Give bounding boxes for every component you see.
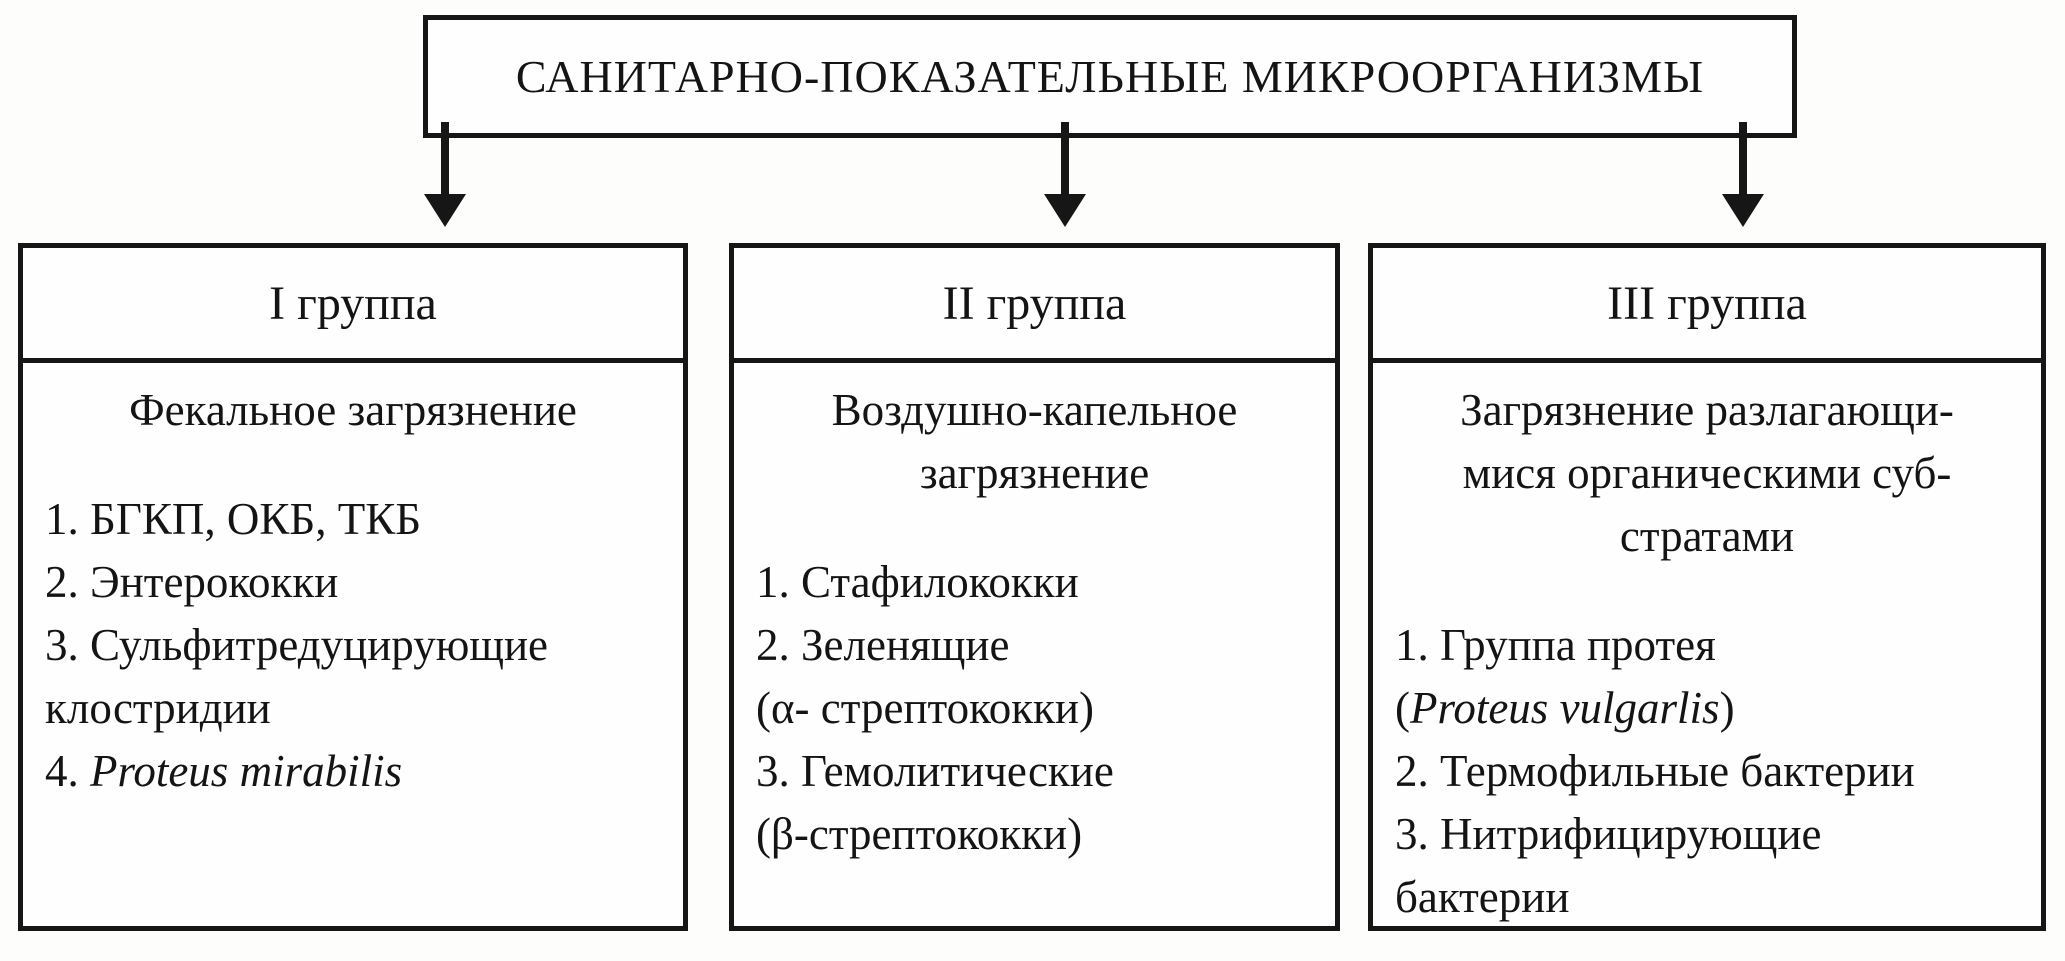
group-2-item-1: 1. Стафилококки <box>756 557 1079 607</box>
group-2-body: Воздушно-капельное загрязнение 1. Стафил… <box>734 363 1335 926</box>
group-3-item-3-wrap: бактерии <box>1395 872 1570 922</box>
diagram-title: САНИТАРНО-ПОКАЗАТЕЛЬНЫЕ МИКРООРГАНИЗМЫ <box>515 51 1705 102</box>
group-3-body: Загрязнение разлагающи- мися органически… <box>1373 363 2041 929</box>
group-1-item-1: 1. БГКП, ОКБ, ТКБ <box>45 494 422 544</box>
group-2-subtitle-line: загрязнение <box>919 448 1150 498</box>
group-1-item-3: 3. Сульфитредуцирующие <box>45 620 549 670</box>
arrow-head <box>424 194 466 227</box>
group-3-subtitle-line: Загрязнение разлагающи- <box>1460 385 1954 435</box>
group-1-items: 1. БГКП, ОКБ, ТКБ 2. Энтерококки 3. Суль… <box>45 488 661 803</box>
group-2-subtitle-line: Воздушно-капельное <box>831 385 1238 435</box>
group-2-item-2: 2. Зеленящие <box>756 620 1010 670</box>
group-1-item-4: 4. Proteus mirabilis <box>45 746 403 796</box>
group-2-header: II группа <box>734 248 1335 363</box>
group-1-body: Фекальное загрязнение 1. БГКП, ОКБ, ТКБ … <box>23 363 683 926</box>
group-1-subtitle-line: Фекальное загрязнение <box>129 385 577 435</box>
group-1-subtitle: Фекальное загрязнение <box>45 379 661 442</box>
group-3-item-2: 2. Термофильные бактерии <box>1395 746 1915 796</box>
arrow-head <box>1044 194 1086 227</box>
group-3-items: 1. Группа протея (Proteus vulgarlis) 2. … <box>1395 614 2019 929</box>
group-box-3: III группа Загрязнение разлагающи- мися … <box>1368 243 2046 931</box>
group-3-item-3: 3. Нитрифицирующие <box>1395 809 1822 859</box>
down-arrow-icon <box>1721 122 1765 228</box>
group-2-subtitle: Воздушно-капельное загрязнение <box>756 379 1313 505</box>
group-3-header: III группа <box>1373 248 2041 363</box>
group-1-header: I группа <box>23 248 683 363</box>
species-name: Proteus vulgarlis <box>1410 683 1720 733</box>
group-2-item-3-wrap: (β-стрептококки) <box>756 809 1083 859</box>
arrow-stem <box>441 122 449 196</box>
group-1-item-2: 2. Энтерококки <box>45 557 339 607</box>
group-2-item-2-wrap: (α- стрептококки) <box>756 683 1094 733</box>
species-name: Proteus mirabilis <box>90 746 403 796</box>
down-arrow-icon <box>1043 122 1087 228</box>
group-3-subtitle-line: стратами <box>1619 511 1795 561</box>
group-3-subtitle: Загрязнение разлагающи- мися органически… <box>1395 379 2019 568</box>
arrow-stem <box>1739 122 1747 196</box>
group-box-2: II группа Воздушно-капельное загрязнение… <box>729 243 1340 931</box>
arrow-stem <box>1061 122 1069 196</box>
group-3-item-1-wrap: (Proteus vulgarlis) <box>1395 683 1735 733</box>
group-2-items: 1. Стафилококки 2. Зеленящие (α- стрепто… <box>756 551 1313 866</box>
arrow-head <box>1722 194 1764 227</box>
title-box: САНИТАРНО-ПОКАЗАТЕЛЬНЫЕ МИКРООРГАНИЗМЫ <box>423 15 1797 138</box>
down-arrow-icon <box>423 122 467 228</box>
group-3-item-1: 1. Группа протея <box>1395 620 1716 670</box>
group-2-item-3: 3. Гемолитические <box>756 746 1114 796</box>
group-1-item-3-wrap: клостридии <box>45 683 271 733</box>
group-3-subtitle-line: мися органическими суб- <box>1462 448 1952 498</box>
group-box-1: I группа Фекальное загрязнение 1. БГКП, … <box>18 243 688 931</box>
